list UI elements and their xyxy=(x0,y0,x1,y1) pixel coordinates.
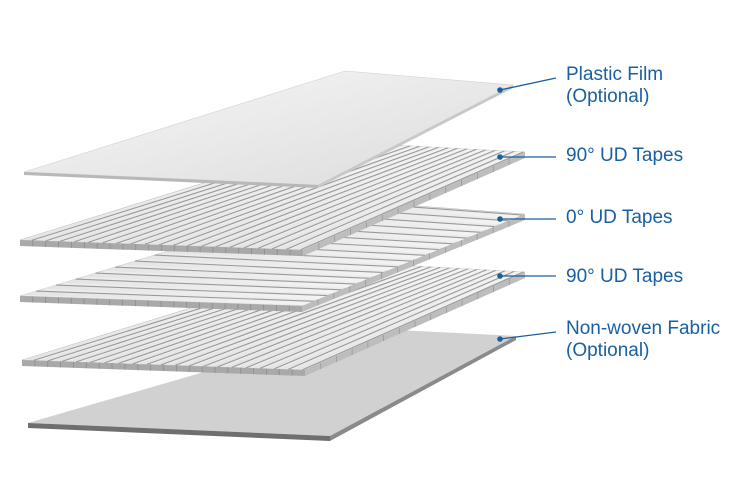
leader-line xyxy=(497,77,557,93)
leader-line xyxy=(497,216,556,222)
tape-edge-ticks xyxy=(34,279,510,376)
leader-line xyxy=(497,154,556,160)
tape-edge-ticks xyxy=(32,159,510,256)
leader-lines xyxy=(497,77,557,342)
leader-dot xyxy=(497,216,503,222)
label-ud-tapes-90-bottom: 90° UD Tapes xyxy=(566,266,684,287)
leader-dot xyxy=(497,273,503,279)
leader-dot xyxy=(497,336,503,342)
leader-dot xyxy=(497,154,503,160)
leader-line xyxy=(497,273,556,279)
label-non-woven-fabric: Non-woven Fabric(Optional) xyxy=(566,318,721,361)
leader-line xyxy=(497,331,557,342)
tape-edge-ticks xyxy=(32,220,510,312)
label-plastic-film: Plastic Film(Optional) xyxy=(566,64,664,107)
label-ud-tapes-0: 0° UD Tapes xyxy=(566,207,673,228)
layer-plastic-film xyxy=(23,70,515,188)
leader-dot xyxy=(497,87,503,93)
label-ud-tapes-90-top: 90° UD Tapes xyxy=(566,145,684,166)
